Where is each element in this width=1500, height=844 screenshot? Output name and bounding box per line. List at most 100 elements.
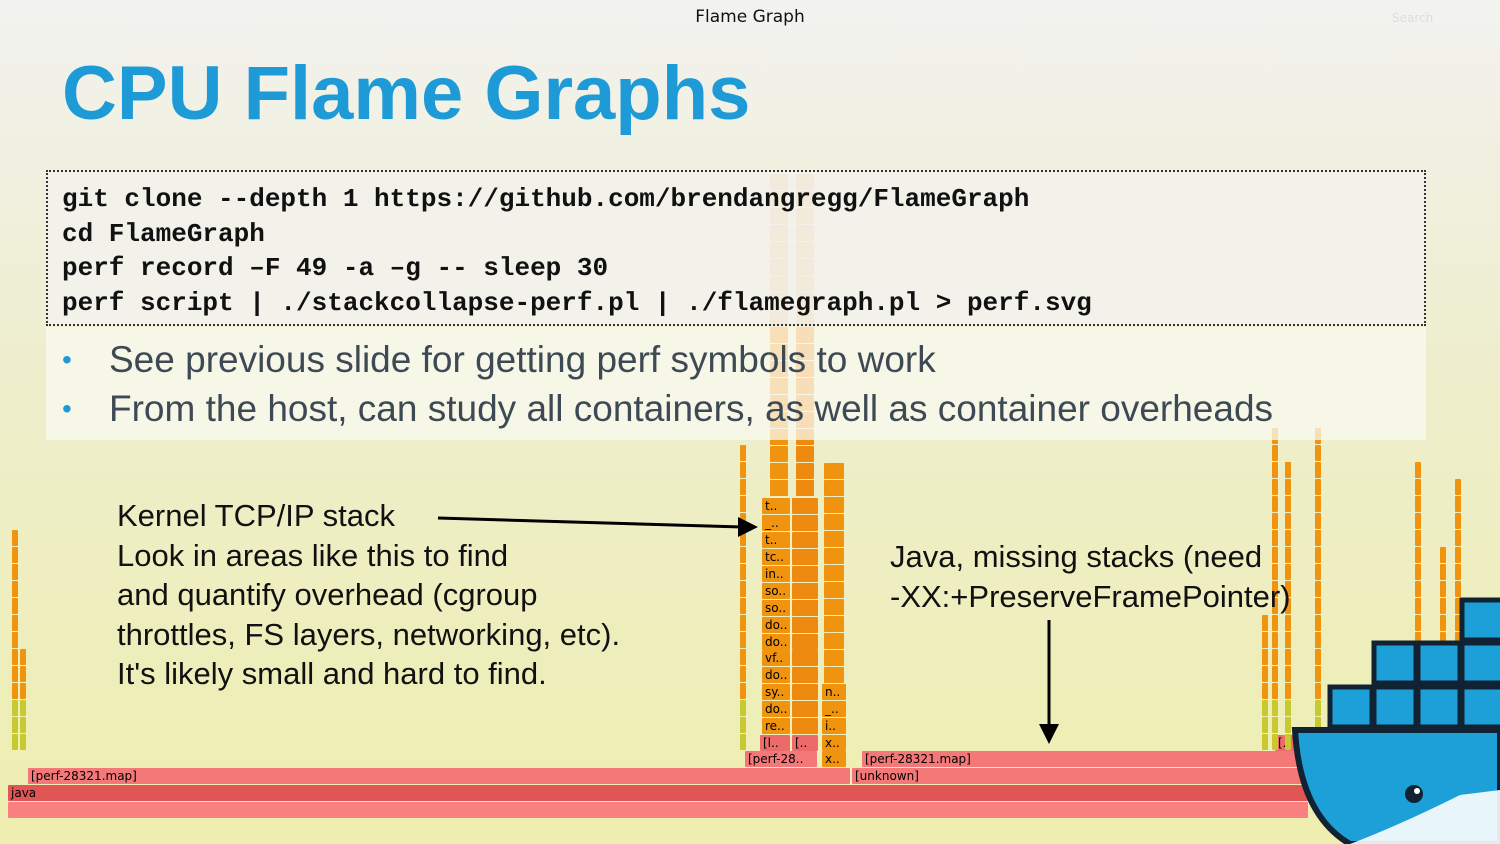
flame-frame[interactable] [792, 701, 818, 718]
frame-perf-map[interactable]: [perf-28321.map] [28, 768, 850, 784]
flame-frame[interactable]: so.. [762, 599, 790, 616]
flame-frame[interactable] [1315, 462, 1321, 478]
flame-frame[interactable] [792, 549, 818, 565]
flame-frame[interactable] [740, 615, 746, 631]
flame-frame[interactable] [20, 700, 26, 716]
frame-java[interactable]: java [8, 785, 1308, 801]
flame-frame[interactable] [1415, 496, 1421, 512]
flame-frame[interactable] [770, 480, 788, 496]
flame-frame[interactable] [1285, 530, 1291, 546]
flame-frame[interactable]: x.. [822, 735, 846, 751]
flame-frame[interactable] [1315, 564, 1321, 580]
flame-frame[interactable] [12, 564, 18, 580]
flame-frame[interactable] [740, 581, 746, 597]
flame-frame[interactable] [1315, 598, 1321, 614]
flame-frame[interactable] [1285, 496, 1291, 512]
flame-frame[interactable] [1415, 615, 1421, 631]
flame-frame[interactable] [1272, 632, 1278, 648]
flame-frame[interactable] [1285, 547, 1291, 563]
flame-frame[interactable] [12, 649, 18, 665]
flame-frame[interactable]: re.. [762, 718, 790, 734]
flame-frame[interactable] [792, 667, 818, 684]
flame-frame[interactable] [1272, 445, 1278, 461]
flame-frame[interactable]: so.. [762, 582, 790, 599]
flame-frame[interactable] [824, 582, 844, 598]
flame-frame[interactable] [1415, 632, 1421, 648]
flame-frame[interactable] [1262, 666, 1268, 682]
frame-perf-map[interactable]: [perf-28321.map] [862, 751, 1302, 767]
flame-frame[interactable] [796, 463, 814, 479]
flame-frame[interactable]: in.. [762, 565, 790, 582]
flame-frame[interactable] [1285, 666, 1291, 682]
flame-frame[interactable] [12, 717, 18, 733]
flame-frame[interactable] [824, 548, 844, 564]
flame-frame[interactable] [740, 547, 746, 563]
flame-frame[interactable] [1440, 564, 1446, 580]
flame-frame[interactable] [792, 684, 818, 701]
flame-frame[interactable] [792, 633, 818, 650]
flame-frame[interactable] [1455, 564, 1461, 580]
flame-frame[interactable] [12, 734, 18, 750]
flame-frame[interactable] [824, 463, 844, 479]
flame-frame[interactable] [770, 446, 788, 462]
flame-frame[interactable] [1455, 547, 1461, 563]
search-button[interactable]: Search [1392, 11, 1434, 25]
flame-frame[interactable] [1285, 479, 1291, 495]
flame-frame[interactable] [1315, 547, 1321, 563]
flame-frame[interactable] [1455, 632, 1461, 648]
flame-frame[interactable]: [l.. [760, 735, 790, 751]
flame-frame[interactable] [1262, 683, 1268, 699]
flame-frame[interactable] [1455, 513, 1461, 529]
flame-frame[interactable] [1440, 632, 1446, 648]
flame-frame[interactable] [12, 547, 18, 563]
flame-frame[interactable] [740, 479, 746, 495]
flame-frame[interactable] [1315, 615, 1321, 631]
flame-frame[interactable] [1315, 496, 1321, 512]
flame-frame[interactable] [740, 598, 746, 614]
flame-frame[interactable]: _.. [762, 515, 790, 532]
flame-frame[interactable] [1285, 700, 1291, 716]
frame-perf-map[interactable]: [perf-28.. [745, 751, 817, 767]
flame-frame[interactable] [792, 582, 818, 599]
flame-frame[interactable] [1285, 581, 1291, 597]
flame-frame[interactable] [770, 463, 788, 479]
flame-frame[interactable] [20, 717, 26, 733]
flame-frame[interactable] [1272, 581, 1278, 597]
flame-frame[interactable] [792, 718, 818, 734]
flame-frame[interactable] [12, 700, 18, 716]
flame-frame[interactable] [1315, 479, 1321, 495]
flame-frame[interactable] [20, 649, 26, 665]
flame-frame[interactable] [1315, 513, 1321, 529]
flame-frame[interactable] [1455, 496, 1461, 512]
flame-frame[interactable] [740, 649, 746, 665]
flame-frame[interactable] [740, 496, 746, 512]
flame-frame[interactable] [792, 650, 818, 667]
flame-frame[interactable] [740, 700, 746, 716]
flame-frame[interactable] [20, 666, 26, 682]
flame-frame[interactable] [824, 650, 844, 666]
flame-frame[interactable] [1285, 632, 1291, 648]
flame-frame[interactable] [740, 666, 746, 682]
flame-frame[interactable] [824, 616, 844, 632]
flame-frame[interactable]: [.. [792, 735, 818, 751]
flame-frame[interactable] [1415, 598, 1421, 614]
flame-frame[interactable] [1285, 649, 1291, 665]
flame-frame[interactable] [1285, 564, 1291, 580]
flame-frame[interactable] [792, 515, 818, 532]
flame-frame[interactable] [1415, 530, 1421, 546]
flame-frame[interactable] [12, 683, 18, 699]
flame-frame[interactable]: do.. [762, 633, 790, 650]
flame-frame[interactable]: x.. [822, 751, 846, 767]
flame-frame[interactable] [1285, 598, 1291, 614]
flame-frame[interactable] [1315, 530, 1321, 546]
flame-frame[interactable] [1262, 615, 1268, 631]
flame-frame[interactable] [1262, 700, 1268, 716]
flame-frame[interactable]: i.. [822, 718, 846, 734]
flame-frame[interactable]: n.. [822, 684, 846, 700]
flame-frame[interactable] [740, 717, 746, 733]
flame-frame[interactable] [792, 616, 818, 633]
flame-frame[interactable] [1272, 717, 1278, 733]
flame-frame[interactable]: tc.. [762, 549, 790, 565]
flame-frame[interactable] [20, 683, 26, 699]
flame-frame[interactable] [792, 532, 818, 549]
